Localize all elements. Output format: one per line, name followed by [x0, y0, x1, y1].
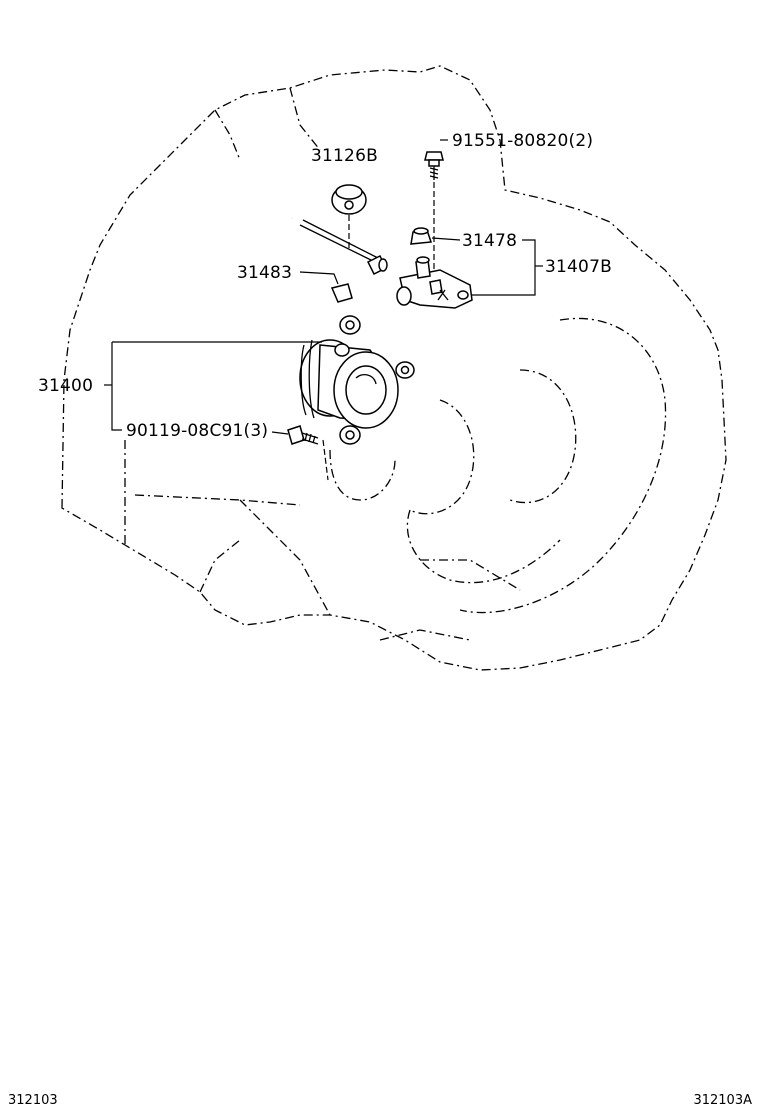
- label-31407b: 31407B: [545, 257, 612, 277]
- label-31478: 31478: [462, 231, 517, 251]
- footer-left-code: 312103: [8, 1093, 58, 1108]
- label-31126b: 31126B: [311, 146, 378, 166]
- label-31483: 31483: [237, 263, 292, 283]
- bolt-90119: [287, 425, 329, 481]
- bolt-91551: [424, 151, 444, 270]
- transmission-housing-outline: [61, 65, 727, 671]
- cap-31126b: [331, 184, 367, 250]
- hose-31483: [290, 216, 388, 303]
- label-31400: 31400: [38, 376, 93, 396]
- cap-31478: [410, 227, 433, 245]
- leader-lines: [104, 139, 543, 435]
- label-90119: 90119-08C91(3): [126, 421, 268, 441]
- label-91551: 91551-80820(2): [452, 131, 593, 151]
- fitting-31407b: [396, 256, 473, 309]
- release-cylinder-31400: [299, 315, 415, 445]
- footer-right-code: 312103A: [693, 1093, 752, 1108]
